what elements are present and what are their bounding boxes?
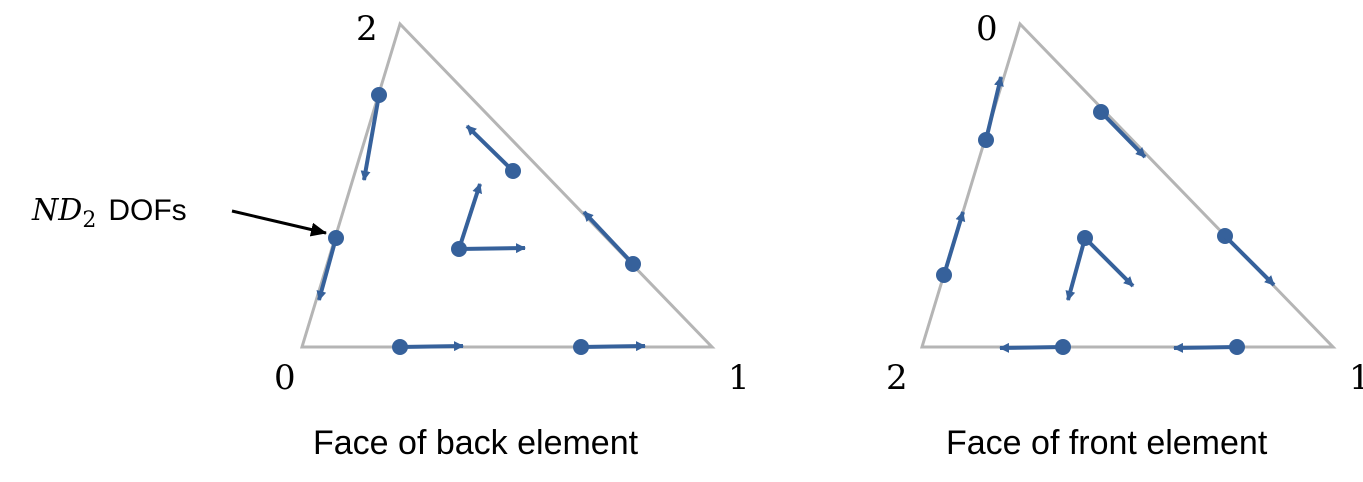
callout-arrow [231, 209, 327, 237]
back-dof-group [316, 87, 646, 355]
back-element-caption: Face of back element [313, 424, 639, 462]
callout-label-subscript: 2 [82, 208, 96, 233]
front-vertex-label-1: 1 [1349, 358, 1363, 398]
back-dof-arrow [399, 341, 464, 352]
nd2-dofs-callout: ND2 DOFs [31, 193, 327, 237]
back-dof-arrow [582, 210, 635, 266]
front-element-triangle [919, 21, 1337, 349]
back-vertex-label-2: 2 [356, 9, 378, 49]
back-dof-arrow [316, 237, 338, 301]
front-element-panel: 0 1 2 Face of front element [886, 9, 1363, 462]
callout-label-nd: ND [31, 193, 82, 228]
back-vertex-label-1: 1 [728, 358, 750, 398]
front-dof-arrow [984, 76, 1004, 141]
back-dof-arrow [457, 183, 482, 250]
front-element-caption: Face of front element [946, 424, 1268, 462]
front-dof-arrow [1223, 234, 1276, 287]
front-dof-arrow [1099, 110, 1147, 159]
callout-label-dofs: DOFs [108, 194, 186, 227]
back-vertex-label-0: 0 [274, 358, 296, 398]
front-dof-arrow [1083, 236, 1135, 288]
back-element-triangle [299, 21, 716, 349]
front-dof-group [936, 76, 1276, 355]
front-vertex-label-2: 2 [886, 358, 908, 398]
back-dof-arrow [465, 124, 515, 173]
front-dof-arrow [999, 342, 1064, 353]
callout-label: ND2 DOFs [31, 193, 187, 233]
back-dof-arrow [580, 341, 646, 352]
front-vertex-label-0: 0 [976, 9, 998, 49]
front-dof-arrow [1065, 237, 1087, 301]
back-element-panel: 0 1 2 Face of back element [274, 9, 750, 462]
front-dof-arrow [1173, 342, 1238, 353]
front-dof-arrow [942, 211, 966, 276]
back-dof-arrow [360, 94, 381, 181]
back-dof-arrow [458, 243, 526, 254]
